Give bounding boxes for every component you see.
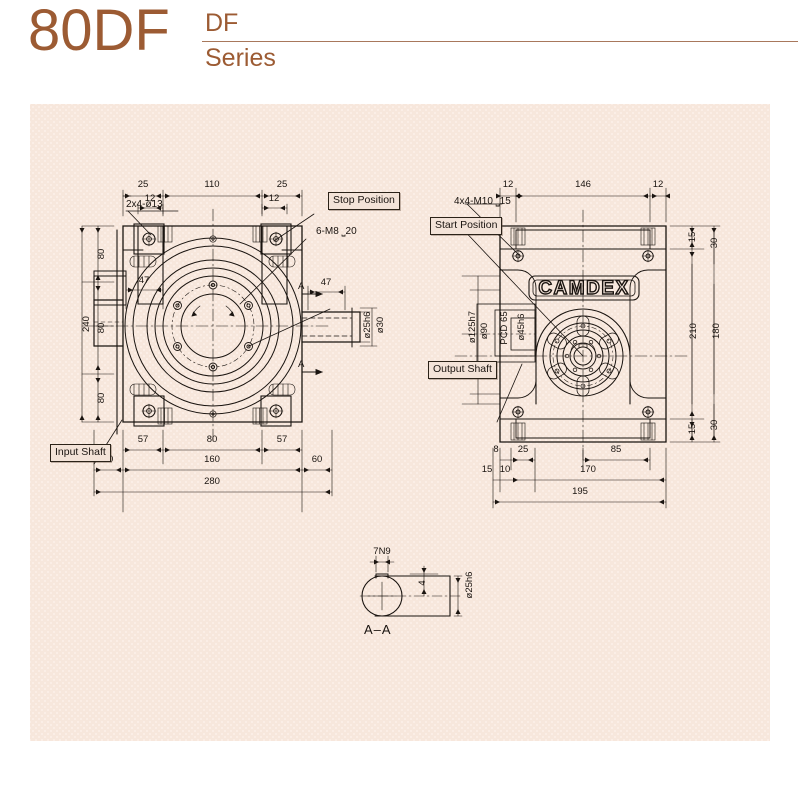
page-title: 80DF: [28, 0, 170, 63]
dim-front-top-12b: 12: [268, 193, 280, 204]
front-view: [79, 189, 378, 513]
section-aa-title: A–A: [364, 622, 392, 637]
callout-6-m8: 6-M8 ⎵20: [316, 226, 357, 237]
dim-bore-125h7: ø125h7: [467, 310, 478, 344]
dim-shaft-30: ø30: [375, 316, 386, 334]
dim-front-top-25a: 25: [137, 179, 149, 190]
dim-key-depth-4: 4: [417, 580, 428, 586]
dim-front-left-80a: 80: [96, 248, 107, 260]
page-header: 80DF DF Series: [0, 0, 800, 100]
start-position-label: Start Position: [430, 217, 503, 235]
dim-side-bot-85: 85: [610, 444, 622, 455]
dim-front-bot-160: 160: [204, 454, 220, 465]
dim-keyway-7n9: 7N9: [373, 546, 391, 557]
dim-side-bot-15: 15: [481, 464, 493, 475]
callout-2x4-d13: 2x4-ø13: [126, 199, 163, 210]
dim-front-bot-280: 280: [204, 476, 220, 487]
section-mark-a-bottom: A: [298, 359, 305, 370]
dim-side-top-12b: 12: [652, 179, 664, 190]
dim-front-bot-60b: 60: [311, 454, 323, 465]
dim-side-bot-10: 10: [499, 464, 511, 475]
dim-side-bot-170: 170: [580, 464, 596, 475]
dim-bore-90: ø90: [479, 322, 490, 340]
dim-front-top-110: 110: [204, 179, 220, 190]
section-mark-a-top: A: [298, 281, 305, 292]
dim-bore-45h6: ø45h6: [516, 313, 527, 341]
dim-side-bot-25: 25: [517, 444, 529, 455]
input-shaft-label: Input Shaft: [50, 444, 111, 462]
callout-4x4-m10: 4x4-M10 ⎵15: [454, 196, 511, 207]
dim-front-left-80b: 80: [96, 322, 107, 334]
dim-front-bot-57a: 57: [137, 434, 149, 445]
dim-side-bot-195: 195: [572, 486, 588, 497]
dim-front-bot-57b: 57: [276, 434, 288, 445]
technical-drawing: CAMDEX: [79, 187, 721, 617]
dim-shaft-25h6: ø25h6: [362, 311, 373, 339]
section-a-a: [359, 555, 463, 617]
dim-section-shaft-25h6: ø25h6: [464, 571, 475, 599]
dim-front-47b: 47: [320, 277, 332, 288]
dim-front-left-240: 240: [81, 316, 92, 332]
dim-front-top-25b: 25: [276, 179, 288, 190]
dim-front-47a: 47: [138, 275, 150, 286]
dim-front-bot-80: 80: [206, 434, 218, 445]
dim-front-top-12a: 12: [144, 193, 156, 204]
stop-position-label: Stop Position: [328, 192, 400, 210]
dim-side-15b: 15: [687, 423, 698, 435]
dim-side-180: 180: [711, 323, 722, 339]
dim-side-30b: 30: [709, 419, 720, 431]
camdex-logo: CAMDEX: [538, 278, 629, 299]
side-view: [454, 187, 721, 509]
dim-front-left-80c: 80: [96, 392, 107, 404]
dim-side-15a: 15: [687, 231, 698, 243]
dim-side-top-146: 146: [575, 179, 591, 190]
output-shaft-label: Output Shaft: [428, 361, 497, 379]
dim-side-30a: 30: [709, 237, 720, 249]
header-divider: [202, 41, 798, 42]
dim-side-bot-8: 8: [493, 444, 499, 455]
series-code-label: DF: [205, 9, 239, 37]
dim-pcd-65: PCD 65: [499, 311, 510, 345]
dim-side-top-12a: 12: [502, 179, 514, 190]
dim-side-210: 210: [688, 323, 699, 339]
series-word-label: Series: [205, 44, 276, 72]
drawing-panel: CAMDEX 25 110 25 12 12 80 80 80 240 47 4…: [30, 104, 770, 741]
